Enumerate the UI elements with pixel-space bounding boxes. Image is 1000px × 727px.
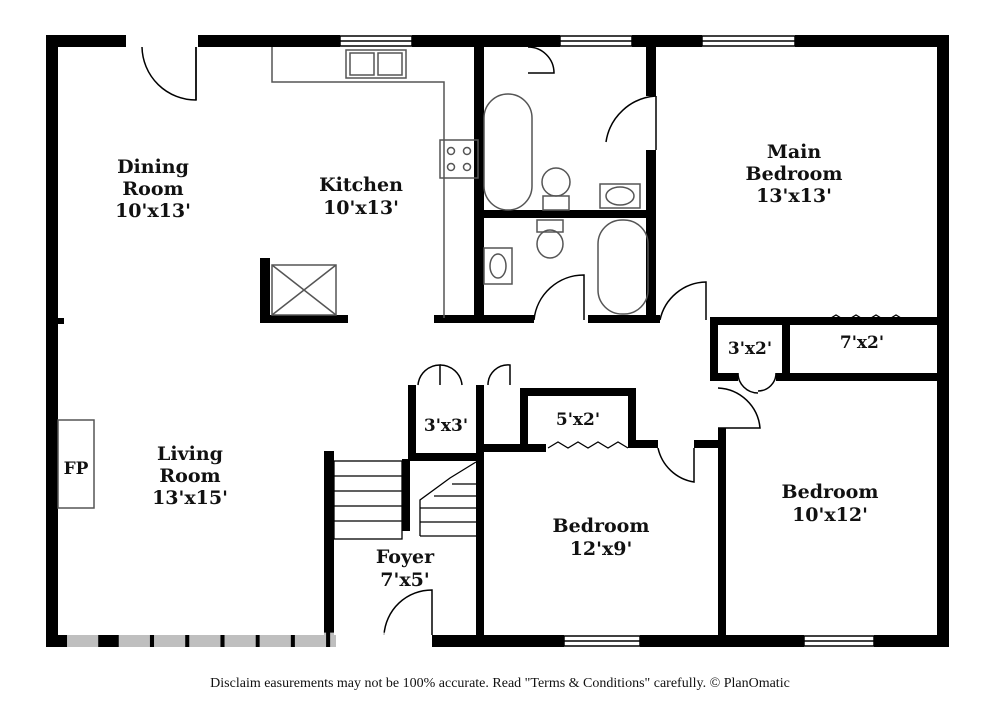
windows [339, 35, 875, 647]
living-room-name-2: Room [159, 465, 220, 487]
foyer-name: Foyer [376, 546, 435, 568]
dining-room-name-1: Dining [117, 156, 189, 178]
exterior-walls [46, 35, 949, 647]
living-room-size: 13'x15' [152, 487, 228, 509]
closet-c-size: 3'x3' [424, 416, 468, 436]
fireplace-label: FP [64, 459, 89, 479]
bifold-doors [547, 314, 907, 449]
bath-fixtures [483, 93, 649, 315]
closet-b-size: 7'x2' [840, 333, 884, 353]
kitchen-size: 10'x13' [323, 197, 399, 219]
dining-room-name-2: Room [122, 178, 183, 200]
foyer-size: 7'x5' [380, 569, 429, 591]
closet-a-size: 3'x2' [728, 339, 772, 359]
watermark: ▇ ▇▇▇▇▇▇▇▇ [68, 630, 402, 672]
bedroom-right-size: 10'x12' [792, 504, 868, 526]
main-bedroom-size: 13'x13' [756, 185, 832, 207]
disclaimer-text: Disclaim easurements may not be 100% acc… [210, 676, 790, 691]
closet-d-size: 5'x2' [556, 410, 600, 430]
main-bedroom-name-2: Bedroom [746, 163, 843, 185]
bedroom-center-name: Bedroom [553, 515, 650, 537]
kitchen-name: Kitchen [319, 174, 403, 196]
interior-walls [46, 44, 949, 647]
stairs [333, 460, 477, 540]
fireplace [57, 419, 95, 509]
doors [141, 46, 777, 636]
bedroom-center-size: 12'x9' [570, 538, 633, 560]
bedroom-right-name: Bedroom [782, 481, 879, 503]
kitchen-counters [271, 47, 479, 318]
room-labels: Dining Room 10'x13' Kitchen 10'x13' Main… [64, 141, 885, 591]
dining-room-size: 10'x13' [115, 200, 191, 222]
living-room-name-1: Living [157, 443, 223, 465]
main-bedroom-name-1: Main [767, 141, 822, 163]
